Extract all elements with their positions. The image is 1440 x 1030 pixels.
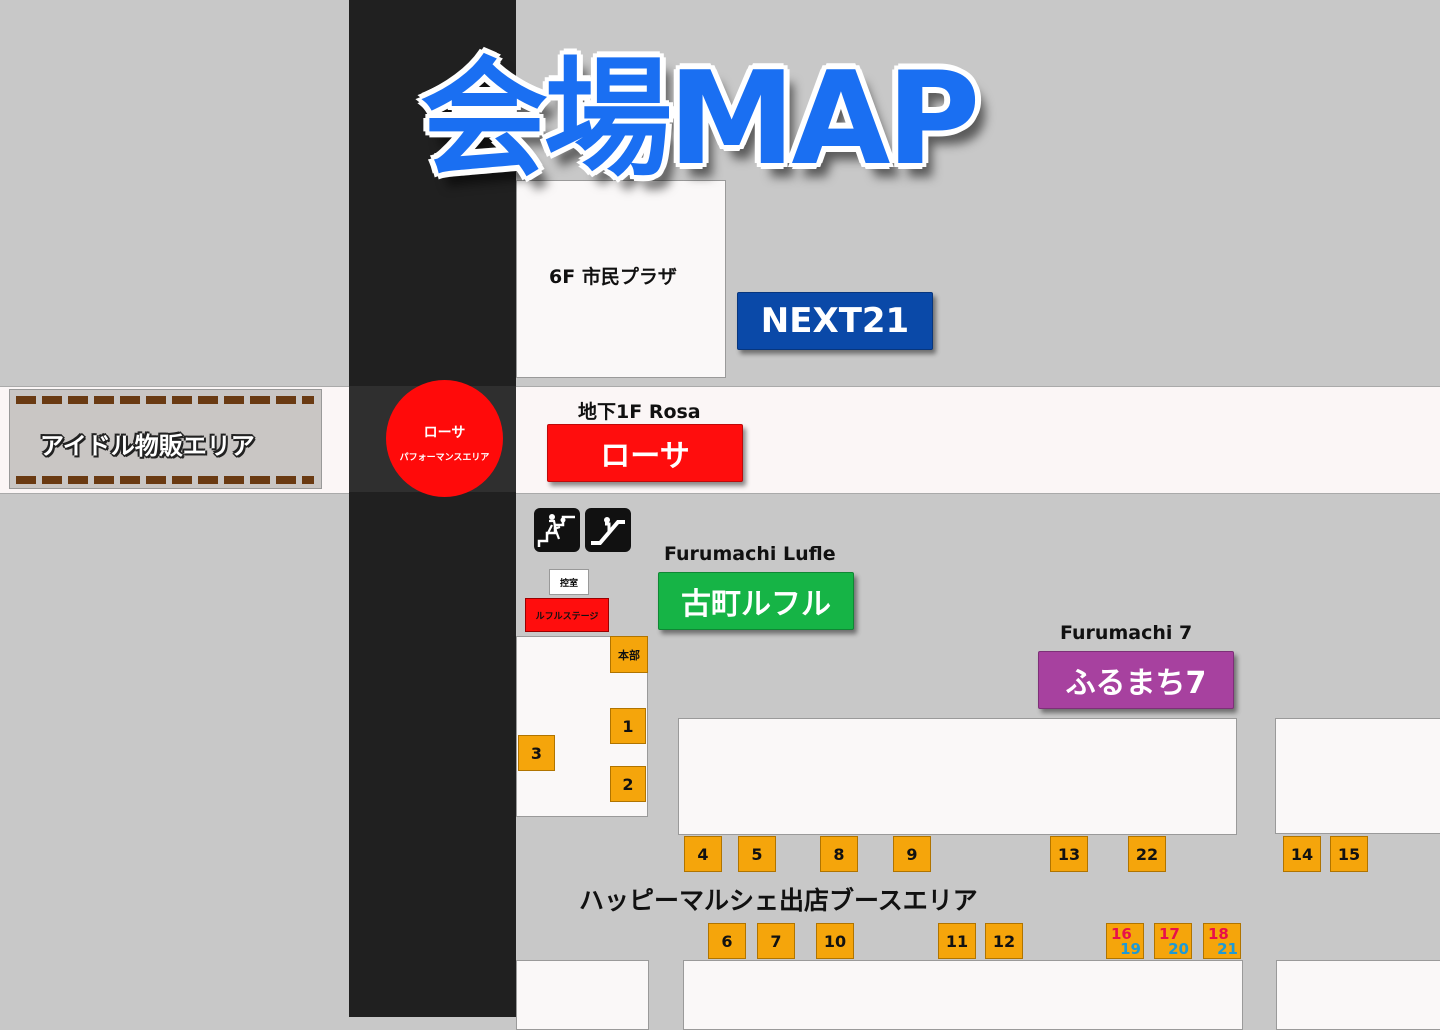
escalator-icon xyxy=(585,508,631,552)
booth-7: 7 xyxy=(757,923,795,959)
rosa-circle-subtitle: パフォーマンスエリア xyxy=(399,453,490,463)
stairs-icon xyxy=(534,508,580,552)
booth-17-20: 17 20 xyxy=(1154,923,1192,959)
plaza-label: 6F 市民プラザ xyxy=(549,266,677,288)
booth-16-label: 16 xyxy=(1111,925,1132,943)
booth-15: 15 xyxy=(1330,836,1368,872)
booth-1: 1 xyxy=(610,708,646,744)
booth-2: 2 xyxy=(610,766,646,802)
booth-20-label: 20 xyxy=(1168,940,1189,958)
rosa-sub-label: 地下1F Rosa xyxy=(578,401,701,423)
building-block-right xyxy=(1275,718,1440,834)
building-block-bottom-center xyxy=(683,960,1243,1030)
lufle-sub-label: Furumachi Lufle xyxy=(664,543,836,565)
plaza-building xyxy=(516,180,726,378)
headquarters: 本部 xyxy=(610,636,648,673)
booth-8: 8 xyxy=(820,836,858,872)
waiting-room: 控室 xyxy=(549,569,589,595)
next21-sign: NEXT21 xyxy=(737,292,933,350)
rosa-circle-title: ローサ xyxy=(423,425,466,441)
booth-16-19: 16 19 xyxy=(1106,923,1144,959)
booth-14: 14 xyxy=(1283,836,1321,872)
booth-5: 5 xyxy=(738,836,776,872)
booth-6: 6 xyxy=(708,923,746,959)
main-street xyxy=(349,0,516,1017)
dash-border-bottom xyxy=(16,476,314,484)
booth-4: 4 xyxy=(684,836,722,872)
booth-18-label: 18 xyxy=(1208,925,1229,943)
lufle-sign: 古町ルフル xyxy=(658,572,854,630)
booth-18-21: 18 21 xyxy=(1203,923,1241,959)
booth-12: 12 xyxy=(985,923,1023,959)
f7-sub-label: Furumachi 7 xyxy=(1060,622,1193,644)
booth-3: 3 xyxy=(518,735,555,771)
dash-border-top xyxy=(16,396,314,404)
furumachi7-sign: ふるまち7 xyxy=(1038,651,1234,709)
booth-17-label: 17 xyxy=(1159,925,1180,943)
booth-22: 22 xyxy=(1128,836,1166,872)
booth-9: 9 xyxy=(893,836,931,872)
rosa-performance-area: ローサ パフォーマンスエリア xyxy=(386,380,503,497)
marche-area-label: ハッピーマルシェ出店ブースエリア xyxy=(579,886,978,915)
lufle-stage: ルフルステージ xyxy=(525,598,609,632)
building-block-center xyxy=(678,718,1237,835)
building-block-bottom-left xyxy=(516,960,649,1030)
idol-merch-area: アイドル物販エリア xyxy=(9,389,322,489)
booth-10: 10 xyxy=(816,923,854,959)
booth-19-label: 19 xyxy=(1120,940,1141,958)
map-title: 会場MAP xyxy=(420,45,980,194)
rosa-sign: ローサ xyxy=(547,424,743,482)
building-block-bottom-right xyxy=(1276,960,1440,1030)
booth-11: 11 xyxy=(938,923,976,959)
booth-13: 13 xyxy=(1050,836,1088,872)
idol-area-label: アイドル物販エリア xyxy=(40,432,255,460)
booth-21-label: 21 xyxy=(1217,940,1238,958)
